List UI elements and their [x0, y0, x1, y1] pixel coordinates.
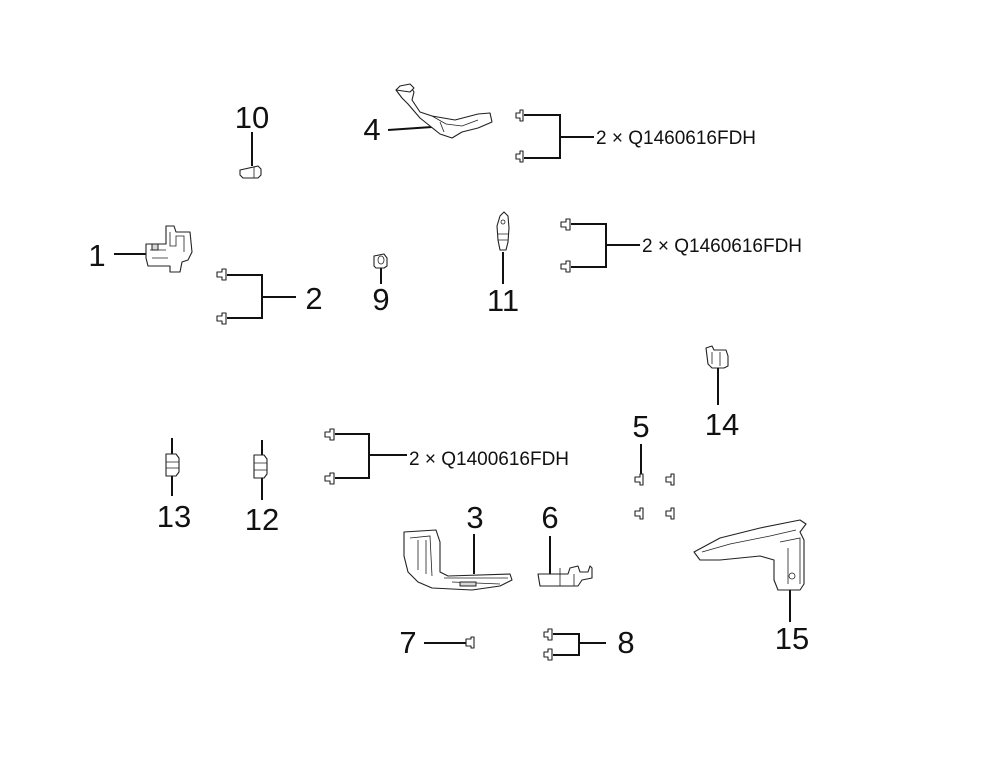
- callout-11: 11: [487, 283, 519, 318]
- callout-5: 5: [632, 409, 649, 444]
- part-13-bumper: [165, 438, 180, 496]
- part-1-latch: [114, 225, 193, 273]
- part-3-tray: [403, 529, 513, 591]
- callout-2: 2: [305, 281, 322, 316]
- callout-15: 15: [775, 621, 809, 656]
- callout-3: 3: [466, 500, 483, 535]
- part-12-bumper: [253, 440, 268, 500]
- callout-1: 1: [88, 238, 105, 273]
- screw-group-a: [515, 109, 594, 163]
- callout-7: 7: [399, 625, 416, 660]
- callout-9: 9: [372, 282, 389, 317]
- callout-10: 10: [235, 100, 269, 135]
- part-10-cap: [239, 132, 262, 179]
- part-11-link: [496, 211, 510, 284]
- part-7-pin: [424, 636, 475, 649]
- part-2-screws: [216, 268, 296, 325]
- callout-8: 8: [617, 625, 634, 660]
- callout-12: 12: [245, 502, 279, 537]
- screw-group-b: [560, 218, 640, 273]
- part-6-bracket: [537, 536, 593, 587]
- part-5-clips: [634, 444, 675, 520]
- fastener-note-c: 2 × Q1400616FDH: [409, 449, 569, 470]
- callout-4: 4: [363, 112, 380, 147]
- callout-13: 13: [157, 499, 191, 534]
- part-4-lever: [387, 83, 493, 139]
- part-15-handle: [693, 519, 807, 622]
- callout-14: 14: [705, 407, 739, 442]
- fastener-note-a: 2 × Q1460616FDH: [596, 128, 756, 149]
- callout-6: 6: [541, 500, 558, 535]
- screw-group-c: [324, 428, 407, 485]
- part-14-clip: [705, 345, 729, 405]
- part-8-screws: [543, 628, 606, 661]
- fastener-note-b: 2 × Q1460616FDH: [642, 236, 802, 257]
- part-9-bushing: [373, 253, 388, 284]
